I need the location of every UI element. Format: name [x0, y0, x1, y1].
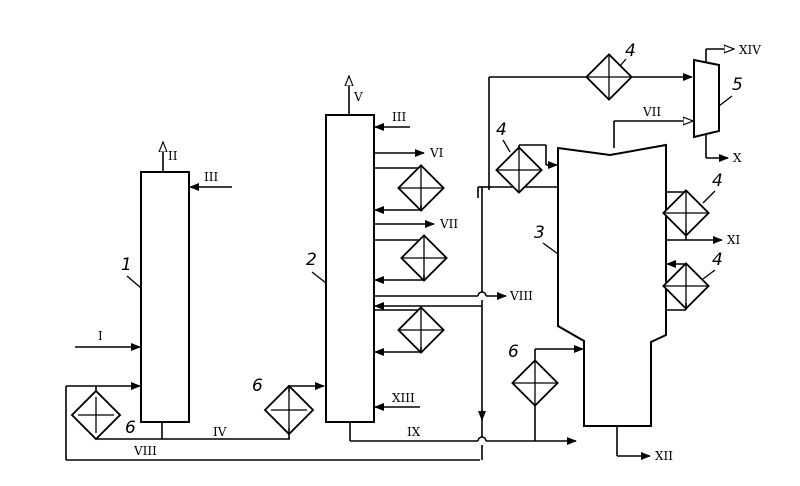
stream-vii-reactor-label: VII	[642, 105, 661, 119]
unit-5-label: 5	[732, 75, 743, 95]
side-cooler-4-upper	[662, 189, 710, 237]
stream-vii-col2-label: VII	[439, 217, 458, 231]
reactor-3	[557, 143, 667, 427]
stream-viii-bottom-label: VIII	[133, 444, 157, 458]
stream-xiii-label: XIII	[392, 391, 415, 405]
reboiler-6-col1	[70, 389, 122, 441]
heater-6-col2	[263, 384, 315, 436]
overhead-cooler-4-left	[495, 146, 543, 194]
unit-3-leader	[542, 242, 559, 255]
unit-2-label: 2	[306, 250, 317, 270]
stream-viii-col2-label: VIII	[509, 289, 533, 303]
unit-4-left-label: 4	[496, 120, 507, 140]
unit-6-col1-label: 6	[125, 418, 136, 438]
stream-iii-col2-label: III	[392, 110, 406, 124]
unit-2-leader	[311, 271, 327, 284]
stream-ix-hop	[477, 436, 487, 442]
stream-x-label: X	[733, 151, 742, 165]
unit-6-reactor-label: 6	[508, 342, 519, 362]
column-1	[140, 171, 190, 423]
stream-iii-col1-label: III	[204, 170, 218, 184]
stream-xii-label: XII	[655, 449, 673, 463]
stream-v-label: V	[353, 90, 363, 104]
separator-5	[693, 58, 720, 139]
stream-viii-hop	[477, 291, 487, 297]
unit-4-right-upper-label: 4	[712, 171, 723, 191]
stream-iv-label: IV	[213, 425, 227, 439]
stream-ix-label: IX	[407, 425, 421, 439]
stream-xi-label: XI	[727, 233, 741, 247]
column-2	[325, 114, 375, 423]
pumparound-cooler-2	[400, 234, 448, 282]
unit-5-leader	[718, 95, 733, 107]
unit-4-right-lower-label: 4	[712, 250, 723, 270]
unit-1-label: 1	[121, 255, 132, 275]
heater-6-reactor	[511, 359, 559, 407]
pumparound-cooler-3	[397, 306, 445, 354]
unit-4-right-lower-leader	[702, 269, 716, 280]
pumparound-cooler-1	[397, 164, 445, 212]
unit-4-top-leader	[619, 58, 627, 67]
stream-ii-label: II	[168, 149, 178, 163]
unit-4-left-leader	[502, 139, 511, 153]
stream-i-label: I	[98, 329, 103, 343]
unit-4-top-label: 4	[625, 41, 636, 61]
unit-6-col2-label: 6	[252, 376, 263, 396]
stream-vi-label: VI	[429, 146, 444, 160]
unit-1-leader	[126, 275, 142, 289]
stream-xiv-label: XIV	[739, 43, 761, 57]
side-cooler-4-lower	[662, 262, 710, 310]
unit-4-right-upper-leader	[702, 190, 716, 204]
unit-3-label: 3	[534, 223, 545, 243]
